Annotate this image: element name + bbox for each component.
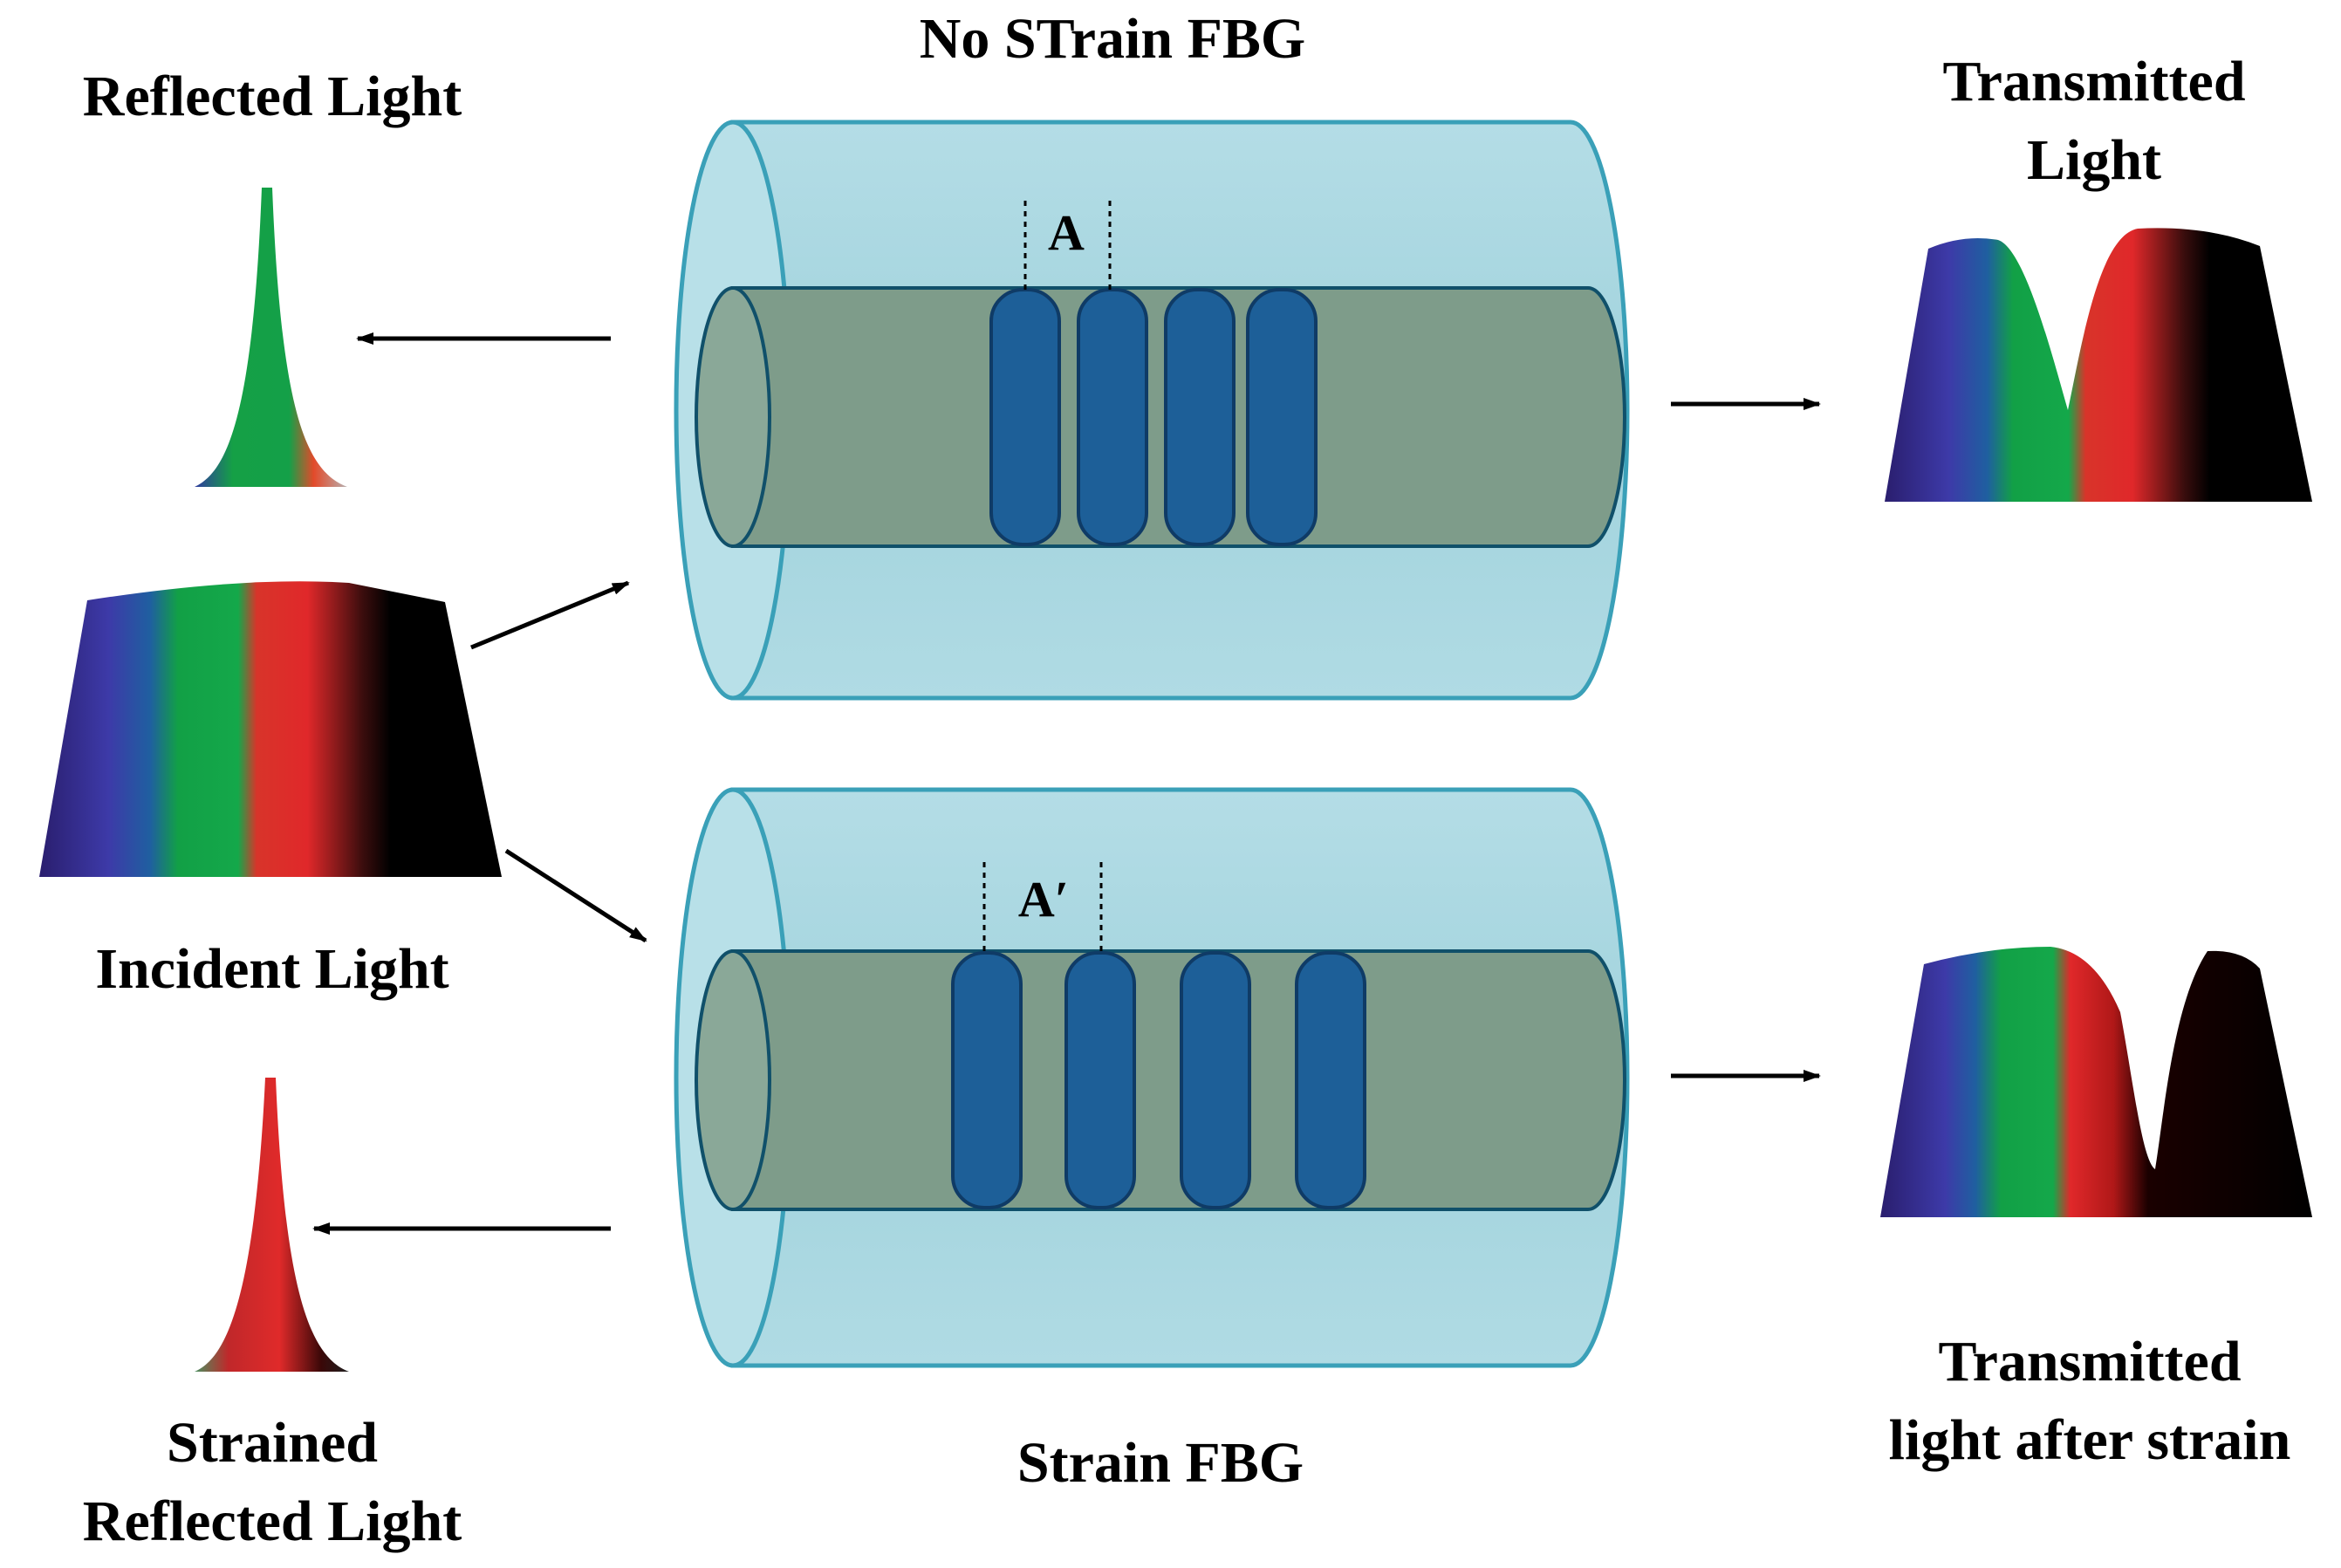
- arrow-incident-to-top: [470, 580, 630, 650]
- period-marker-top: [1023, 201, 1112, 290]
- grating-band: [1164, 288, 1236, 546]
- grating-bottom: [951, 951, 1366, 1209]
- incident-spectrum: [39, 581, 502, 877]
- core-top-end: [695, 286, 771, 548]
- fiber-no-strain: A: [674, 120, 1630, 701]
- period-label-top: A: [1048, 204, 1085, 261]
- strained-reflected-label-line2: Reflected Light: [83, 1489, 462, 1553]
- reflected-light-label: Reflected Light: [83, 65, 462, 128]
- transmitted-strain-spectrum: [1880, 947, 2312, 1217]
- transmitted-label-line2: Light: [2027, 128, 2161, 192]
- reflected-spectrum: [195, 188, 347, 487]
- grating-band: [1077, 288, 1148, 546]
- top-fbg-title: No STrain FBG: [920, 7, 1306, 71]
- arrows: [312, 332, 1821, 1235]
- grating-top: [989, 288, 1318, 546]
- arrow-incident-to-bottom: [504, 848, 647, 943]
- incident-light-label: Incident Light: [95, 937, 448, 1001]
- core-bottom-end: [695, 949, 771, 1211]
- period-marker-bottom: [982, 862, 1103, 953]
- transmitted-spectrum: [1885, 228, 2312, 502]
- core-bottom: [731, 949, 1626, 1211]
- grating-band: [951, 951, 1023, 1209]
- grating-band: [989, 288, 1061, 546]
- period-label-bottom: A′: [1018, 871, 1069, 928]
- strained-reflected-spectrum: [195, 1078, 349, 1372]
- grating-band: [1295, 951, 1366, 1209]
- transmitted-strain-label-line2: light after strain: [1889, 1408, 2291, 1472]
- grating-band: [1180, 951, 1251, 1209]
- grating-band: [1064, 951, 1136, 1209]
- bottom-fbg-title: Strain FBG: [1017, 1431, 1304, 1495]
- fiber-strain: A′: [674, 787, 1630, 1368]
- transmitted-strain-label-line1: Transmitted: [1938, 1330, 2241, 1393]
- grating-band: [1246, 288, 1318, 546]
- strained-reflected-label-line1: Strained: [167, 1411, 378, 1475]
- transmitted-label-line1: Transmitted: [1942, 50, 2245, 113]
